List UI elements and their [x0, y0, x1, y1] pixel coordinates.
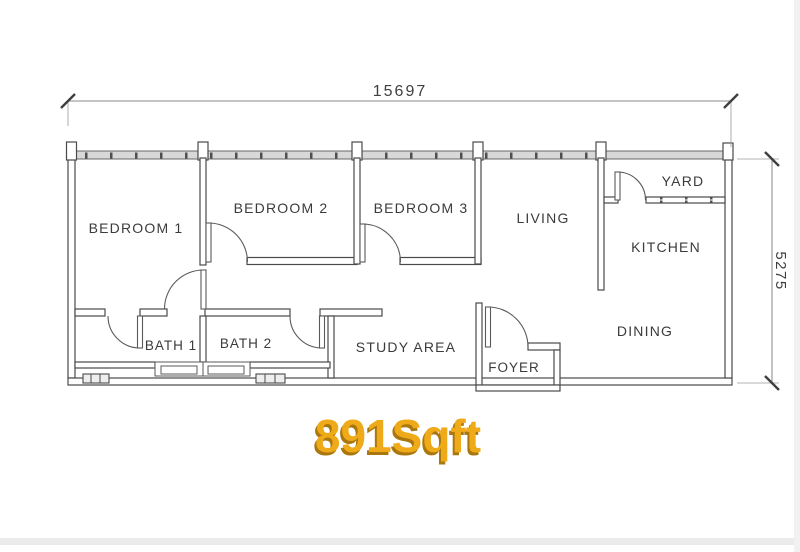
wall-study-north	[319, 308, 383, 317]
left-exterior-wall	[67, 158, 76, 379]
wall-bedroom3-south	[399, 256, 482, 266]
wall-bedroom2-south	[246, 256, 358, 266]
wall-foyer-west	[475, 302, 483, 386]
room-label-bath-2: BATH 2	[220, 336, 272, 351]
wall-bath2-south	[249, 361, 331, 369]
room-label-yard: YARD	[662, 173, 705, 189]
dimension-tick	[764, 151, 780, 167]
window-tick-marks	[80, 151, 596, 159]
wall-corridor-south-b	[139, 308, 168, 317]
room-label-kitchen: KITCHEN	[631, 239, 701, 255]
wall-bath1-south	[74, 361, 156, 369]
photo-bottom-edge	[0, 538, 800, 545]
photo-right-edge	[794, 0, 800, 552]
bath2-nook-inner	[207, 365, 245, 375]
door-foyer-entrance	[484, 306, 529, 348]
column-post	[595, 141, 607, 161]
column-post	[472, 141, 484, 161]
wall-corridor-south-c	[204, 308, 291, 317]
wall-bedroom1-bedroom2	[199, 157, 207, 266]
doors	[107, 171, 647, 349]
column-post	[197, 141, 209, 161]
door-bath-1	[107, 315, 144, 349]
room-label-dining: DINING	[617, 323, 673, 339]
bath1-nook-inner	[160, 365, 198, 375]
area-caption-shadow: 891Sqft	[313, 413, 479, 465]
yard-window-tick-marks	[650, 197, 720, 203]
room-label-bath-1: BATH 1	[145, 338, 197, 353]
wall-foyer-south	[475, 384, 561, 392]
door-bath-2	[289, 315, 326, 349]
door-bedroom-2	[205, 222, 249, 263]
wall-bedroom3-living	[474, 157, 482, 265]
wall-bath2-study	[327, 315, 335, 379]
column-post	[65, 141, 78, 161]
dimension-tick	[60, 93, 76, 109]
dimension-width-value: 15697	[373, 83, 428, 100]
dimension-tick	[764, 375, 780, 391]
bottom-exterior-wall	[67, 377, 733, 386]
walls	[65, 141, 734, 392]
room-label-bedroom-3: BEDROOM 3	[374, 200, 469, 216]
room-label-living: LIVING	[516, 210, 569, 226]
window-bath1	[82, 373, 110, 384]
dimension-depth: 5275	[737, 151, 789, 391]
column-post	[722, 142, 734, 161]
room-label-bedroom-2: BEDROOM 2	[234, 200, 329, 216]
dimension-width: 15697	[60, 83, 739, 147]
area-caption-text: 891Sqft	[315, 410, 481, 462]
right-exterior-wall	[724, 158, 733, 379]
room-labels: BEDROOM 1 BEDROOM 2 BEDROOM 3 LIVING YAR…	[89, 173, 705, 375]
door-bedroom-3	[359, 223, 402, 263]
bottom-windows	[82, 373, 286, 384]
room-label-study-area: STUDY AREA	[356, 339, 456, 355]
room-label-bedroom-1: BEDROOM 1	[89, 220, 184, 236]
window-bath2	[255, 373, 286, 384]
wall-foyer-east	[553, 349, 561, 386]
area-caption: 891Sqft 891Sqft	[313, 410, 481, 465]
room-label-foyer: FOYER	[488, 360, 540, 375]
dimension-tick	[723, 93, 739, 109]
door-bedroom-1	[163, 269, 207, 310]
wall-kitchen-west	[597, 157, 605, 291]
dimension-depth-value: 5275	[772, 251, 789, 290]
wall-corridor-south-a	[74, 308, 106, 317]
wall-foyer-step	[527, 342, 561, 351]
wall-bedroom2-bedroom3	[353, 157, 361, 265]
wall-bath1-bath2	[199, 315, 207, 363]
door-yard	[614, 171, 647, 201]
column-post	[351, 141, 363, 161]
